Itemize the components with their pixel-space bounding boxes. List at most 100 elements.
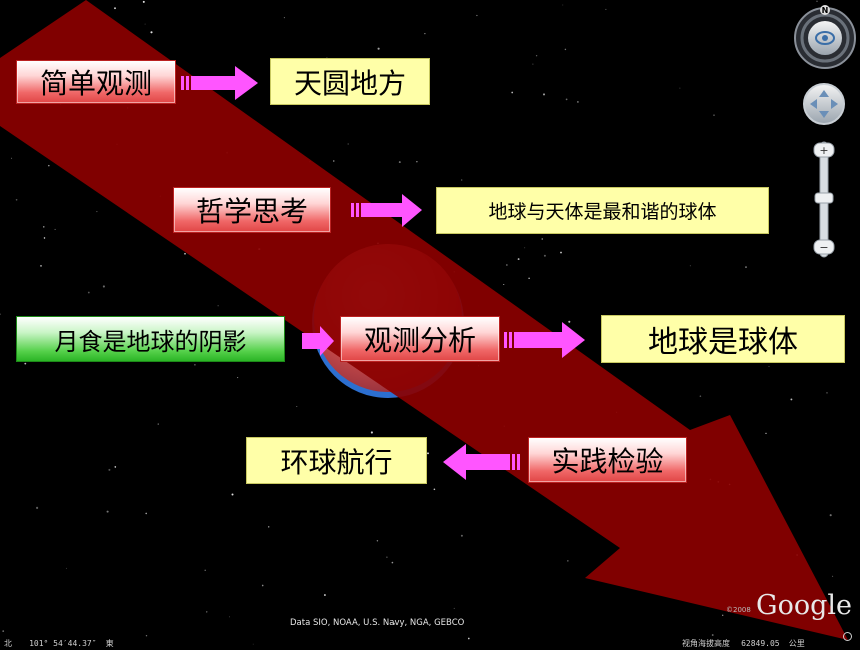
small-arrow-4 bbox=[504, 322, 585, 358]
star bbox=[461, 179, 463, 181]
star bbox=[722, 614, 724, 616]
star bbox=[40, 265, 42, 267]
star bbox=[106, 510, 109, 513]
star bbox=[790, 398, 793, 401]
star bbox=[506, 264, 508, 266]
star bbox=[433, 488, 436, 491]
altitude-label: 视角海拔高度 bbox=[682, 639, 730, 648]
altitude-value: 62849.05 bbox=[741, 639, 780, 648]
star bbox=[114, 466, 117, 468]
svg-text:−: − bbox=[819, 241, 828, 254]
star bbox=[567, 560, 569, 562]
star bbox=[562, 4, 564, 6]
observe-result-box: 天圆地方 bbox=[270, 58, 430, 105]
star bbox=[114, 7, 116, 10]
star bbox=[323, 594, 326, 596]
copyright-year: ©2008 bbox=[726, 606, 751, 614]
star bbox=[816, 0, 818, 2]
observe-box: 简单观测 bbox=[16, 60, 176, 104]
star bbox=[528, 277, 530, 280]
star bbox=[453, 607, 455, 609]
analysis-box: 观测分析 bbox=[340, 316, 500, 362]
star bbox=[386, 556, 388, 558]
star bbox=[699, 395, 702, 397]
star bbox=[532, 63, 534, 65]
star bbox=[157, 423, 159, 425]
star bbox=[11, 157, 13, 159]
star bbox=[65, 567, 67, 569]
star bbox=[517, 258, 520, 261]
star bbox=[398, 161, 401, 164]
star bbox=[43, 226, 45, 228]
star bbox=[15, 198, 18, 201]
star bbox=[543, 254, 546, 257]
star bbox=[476, 14, 478, 17]
star bbox=[333, 160, 335, 162]
altitude-readout: 视角海拔高度 62849.05 公里 bbox=[682, 631, 805, 650]
star bbox=[261, 584, 264, 587]
coordinate-readout: 北 101° 54′44.37″ 東 bbox=[4, 631, 114, 650]
star bbox=[2, 630, 5, 632]
coord-dir-east: 東 bbox=[105, 639, 114, 648]
star bbox=[560, 251, 562, 254]
star bbox=[511, 91, 514, 94]
star bbox=[829, 514, 832, 517]
star bbox=[460, 534, 463, 537]
pan-control[interactable] bbox=[803, 83, 845, 125]
star bbox=[745, 266, 747, 268]
small-arrow-3 bbox=[302, 326, 334, 356]
star bbox=[237, 377, 239, 379]
small-arrow-2 bbox=[351, 194, 422, 227]
star bbox=[689, 265, 691, 267]
google-logo: Google bbox=[756, 590, 852, 621]
analysis-result-box: 地球是球体 bbox=[601, 315, 845, 363]
compass-north-label: N bbox=[822, 6, 829, 15]
star bbox=[0, 313, 1, 315]
star bbox=[535, 55, 538, 57]
streaming-indicator-icon bbox=[843, 632, 852, 641]
small-arrow-5 bbox=[443, 444, 520, 480]
star bbox=[204, 569, 206, 572]
star bbox=[503, 284, 505, 285]
star bbox=[96, 211, 98, 213]
star bbox=[393, 622, 396, 625]
practice-result-box: 环球航行 bbox=[246, 437, 427, 484]
star bbox=[391, 561, 394, 564]
star bbox=[370, 431, 373, 434]
star bbox=[87, 291, 90, 294]
philosophy-box: 哲学思考 bbox=[173, 187, 331, 233]
star bbox=[108, 468, 111, 471]
star bbox=[54, 228, 56, 230]
star bbox=[564, 48, 567, 51]
zoom-slider[interactable]: + − bbox=[813, 141, 835, 258]
longitude-value: 101° 54′44.37″ bbox=[29, 639, 97, 648]
star bbox=[150, 31, 153, 34]
star bbox=[542, 93, 546, 96]
star bbox=[36, 506, 39, 509]
star bbox=[376, 540, 379, 542]
star bbox=[144, 23, 146, 25]
star bbox=[679, 87, 681, 89]
star bbox=[377, 47, 380, 50]
star bbox=[577, 101, 579, 103]
star bbox=[765, 432, 767, 435]
star bbox=[541, 238, 543, 240]
star bbox=[605, 8, 607, 10]
star bbox=[768, 366, 770, 368]
star bbox=[424, 33, 426, 35]
star bbox=[568, 320, 571, 323]
star bbox=[24, 362, 27, 365]
eclipse-box: 月食是地球的阴影 bbox=[16, 316, 285, 362]
star bbox=[145, 634, 148, 637]
star bbox=[48, 164, 50, 167]
star bbox=[194, 363, 196, 366]
compass-control[interactable]: N bbox=[794, 5, 856, 69]
star bbox=[184, 252, 186, 255]
star bbox=[217, 305, 219, 307]
star bbox=[826, 392, 828, 394]
star bbox=[102, 285, 105, 288]
altitude-unit: 公里 bbox=[788, 639, 805, 648]
small-arrow-1 bbox=[181, 66, 258, 100]
star bbox=[832, 575, 834, 577]
star bbox=[427, 452, 429, 455]
